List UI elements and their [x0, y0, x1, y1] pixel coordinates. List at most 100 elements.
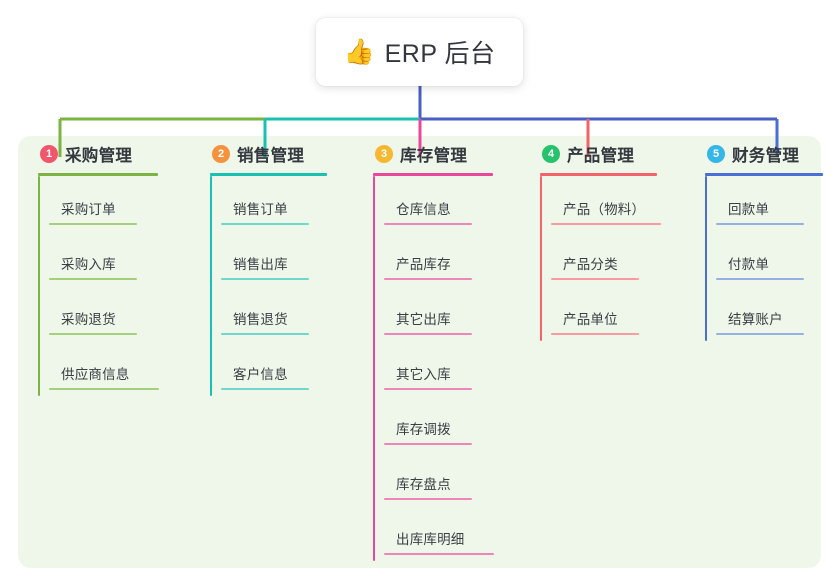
branch-column-1: 1 采购管理 采购订单 采购入库 采购退货: [18, 136, 190, 568]
leaf-underline: [716, 223, 804, 225]
leaf-list: 回款单 付款单 结算账户: [705, 176, 821, 341]
leaf-underline: [49, 388, 159, 390]
leaf-node-label: 产品（物料）: [563, 202, 646, 218]
leaf-underline: [551, 223, 661, 225]
leaf-underline: [384, 553, 494, 555]
branch-number-badge: 4: [542, 145, 560, 163]
leaf-underline: [221, 333, 309, 335]
leaf-node[interactable]: 采购入库: [49, 231, 190, 286]
branch-header-underline: [373, 173, 493, 176]
leaf-node[interactable]: 销售订单: [221, 176, 353, 231]
leaf-node[interactable]: 产品单位: [551, 286, 685, 341]
branch-header-2[interactable]: 2 销售管理: [210, 136, 353, 172]
leaf-node[interactable]: 销售退货: [221, 286, 353, 341]
leaf-node[interactable]: 回款单: [716, 176, 821, 231]
leaf-node[interactable]: 销售出库: [221, 231, 353, 286]
leaf-underline: [49, 333, 137, 335]
branch-column-4: 4 产品管理 产品（物料） 产品分类 产品单位: [520, 136, 685, 568]
branch-title: 采购管理: [65, 147, 133, 165]
leaf-node-label: 其它入库: [396, 367, 451, 383]
branch-header-underline: [540, 173, 657, 176]
leaf-node-label: 采购入库: [61, 257, 116, 273]
branch-title: 产品管理: [567, 147, 635, 165]
leaf-node[interactable]: 结算账户: [716, 286, 821, 341]
branches-panel: [18, 136, 821, 568]
leaf-node[interactable]: 其它入库: [384, 341, 520, 396]
leaf-underline: [551, 333, 639, 335]
leaf-node[interactable]: 其它出库: [384, 286, 520, 341]
leaf-underline: [49, 278, 137, 280]
leaf-node[interactable]: 供应商信息: [49, 341, 190, 396]
leaf-underline: [384, 443, 472, 445]
branch-spine: [210, 176, 212, 396]
leaf-node-label: 客户信息: [233, 367, 288, 383]
leaf-underline: [221, 278, 309, 280]
leaf-underline: [384, 223, 472, 225]
branch-header-4[interactable]: 4 产品管理: [540, 136, 685, 172]
leaf-node-label: 销售出库: [233, 257, 288, 273]
leaf-node-label: 其它出库: [396, 312, 451, 328]
leaf-underline: [221, 223, 309, 225]
leaf-underline: [716, 333, 804, 335]
leaf-node[interactable]: 客户信息: [221, 341, 353, 396]
branch-title: 库存管理: [400, 147, 468, 165]
branch-header-underline: [38, 173, 158, 176]
leaf-node[interactable]: 产品（物料）: [551, 176, 685, 231]
branch-spine: [705, 176, 707, 341]
leaf-node-label: 采购订单: [61, 202, 116, 218]
leaf-underline: [49, 223, 137, 225]
leaf-underline: [384, 333, 472, 335]
leaf-node[interactable]: 库存盘点: [384, 451, 520, 506]
leaf-node[interactable]: 付款单: [716, 231, 821, 286]
leaf-node-label: 出库库明细: [396, 532, 465, 548]
leaf-node[interactable]: 库存调拨: [384, 396, 520, 451]
branch-spine: [373, 176, 375, 561]
leaf-list: 采购订单 采购入库 采购退货 供应商信息: [38, 176, 190, 396]
leaf-node-label: 仓库信息: [396, 202, 451, 218]
leaf-node-label: 付款单: [728, 257, 770, 273]
branch-spine: [540, 176, 542, 341]
branch-spine: [38, 176, 40, 396]
branch-column-5: 5 财务管理 回款单 付款单 结算账户: [685, 136, 823, 568]
branch-number-badge: 3: [375, 145, 393, 163]
leaf-node[interactable]: 仓库信息: [384, 176, 520, 231]
leaf-node[interactable]: 采购退货: [49, 286, 190, 341]
root-node-card[interactable]: 👍 ERP 后台: [316, 18, 523, 86]
leaf-node[interactable]: 产品分类: [551, 231, 685, 286]
leaf-node-label: 库存调拨: [396, 422, 451, 438]
leaf-node-label: 采购退货: [61, 312, 116, 328]
leaf-underline: [384, 498, 472, 500]
branch-header-3[interactable]: 3 库存管理: [373, 136, 520, 172]
leaf-underline: [551, 278, 639, 280]
branch-header-underline: [705, 173, 823, 176]
leaf-node-label: 产品单位: [563, 312, 618, 328]
leaf-node[interactable]: 采购订单: [49, 176, 190, 231]
branch-header-1[interactable]: 1 采购管理: [38, 136, 190, 172]
leaf-node-label: 供应商信息: [61, 367, 130, 383]
branch-header-5[interactable]: 5 财务管理: [705, 136, 821, 172]
branch-column-2: 2 销售管理 销售订单 销售出库 销售退货: [190, 136, 353, 568]
branch-title: 销售管理: [237, 147, 305, 165]
root-node-title: ERP 后台: [384, 40, 496, 68]
leaf-underline: [716, 278, 804, 280]
leaf-list: 仓库信息 产品库存 其它出库 其它入库 库存调拨: [373, 176, 520, 561]
branch-header-underline: [210, 173, 327, 176]
leaf-underline: [384, 278, 472, 280]
leaf-node[interactable]: 产品库存: [384, 231, 520, 286]
leaf-node-label: 销售订单: [233, 202, 288, 218]
leaf-node-label: 产品库存: [396, 257, 451, 273]
branch-title: 财务管理: [732, 147, 800, 165]
branch-columns: 1 采购管理 采购订单 采购入库 采购退货: [18, 136, 823, 568]
leaf-list: 产品（物料） 产品分类 产品单位: [540, 176, 685, 341]
branch-number-badge: 5: [707, 145, 725, 163]
leaf-node-label: 结算账户: [728, 312, 783, 328]
leaf-underline: [384, 388, 472, 390]
leaf-node-label: 库存盘点: [396, 477, 451, 493]
branch-number-badge: 2: [212, 145, 230, 163]
branch-number-badge: 1: [40, 145, 58, 163]
leaf-underline: [221, 388, 309, 390]
leaf-node[interactable]: 出库库明细: [384, 506, 520, 561]
branch-column-3: 3 库存管理 仓库信息 产品库存 其它出库: [353, 136, 520, 568]
thumbs-up-icon: 👍: [343, 37, 375, 66]
